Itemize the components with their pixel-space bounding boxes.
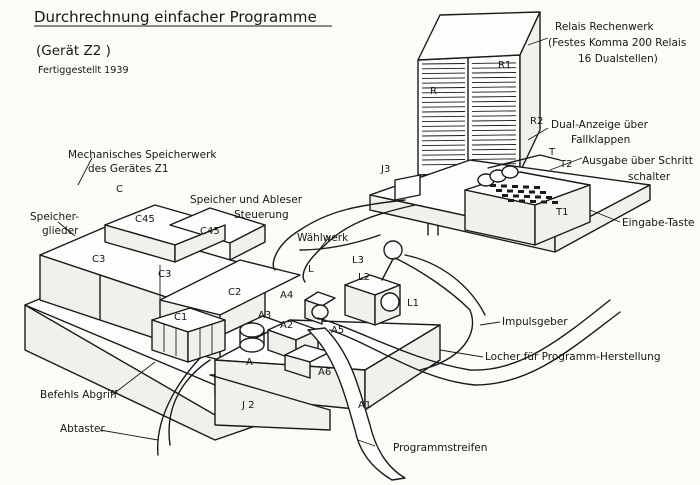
header: Durchrechnung einfacher Programme (Gerät…	[34, 8, 332, 76]
tag-t1: T1	[555, 207, 568, 218]
label-abtaster: Abtaster	[60, 423, 105, 435]
label-eingabe-taste: Eingabe-Taste	[622, 217, 694, 229]
tag-l: L	[308, 264, 314, 275]
label-impulsgeber: Impulsgeber	[502, 316, 568, 328]
tag-j2: J 2	[241, 400, 255, 411]
label-programmstreifen: Programmstreifen	[393, 442, 487, 454]
label-speicher-ableser: Speicher und Ableser	[190, 194, 303, 206]
tag-t: T	[548, 147, 556, 158]
label-relais-rechenwerk: Relais Rechenwerk	[555, 21, 655, 33]
label-speicherglieder-1: Speicher-	[30, 211, 79, 223]
tag-j3: J3	[380, 164, 390, 175]
tag-a3: A3	[258, 310, 271, 321]
label-speicherglieder-2: glieder	[42, 225, 79, 237]
tag-c45-right: C45	[200, 226, 220, 237]
programmwerk-table	[209, 240, 441, 431]
label-schalter: schalter	[628, 171, 671, 183]
tag-a2: A2	[280, 320, 293, 331]
label-steuerung: Steuerung	[234, 209, 289, 221]
label-locher: Locher für Programm-Herstellung	[485, 351, 661, 363]
diagram-title: Durchrechnung einfacher Programme	[34, 8, 317, 26]
tag-l1: L1	[407, 298, 419, 309]
tag-c3-left: C3	[92, 254, 105, 265]
tag-r1: R1	[498, 60, 511, 71]
tag-a: A	[246, 357, 253, 368]
label-geraet-z1: des Gerätes Z1	[88, 163, 169, 175]
leader-lines	[57, 37, 621, 447]
tag-a4: A4	[280, 290, 293, 301]
tag-c3-right: C3	[158, 269, 171, 280]
relais-rechenwerk-tower	[417, 11, 541, 236]
tag-a6: A6	[318, 367, 331, 378]
label-ausgabe: Ausgabe über Schritt	[582, 155, 693, 167]
label-waehlwerk: Wählwerk	[297, 232, 349, 244]
cables	[157, 199, 486, 456]
tag-c: C	[116, 184, 123, 195]
part-tags: C C45 C45 C3 C3 C2 C1 R1 R R2 J3 J 2 T T…	[92, 60, 572, 411]
tag-c2: C2	[228, 287, 241, 298]
label-relais-rechenwerk-detail: (Festes Komma 200 Relais	[548, 37, 686, 49]
callouts: Relais Rechenwerk (Festes Komma 200 Rela…	[30, 21, 694, 454]
tag-a5: A5	[331, 325, 344, 336]
programmstreifen-strip	[307, 299, 621, 481]
label-dualstellen: 16 Dualstellen)	[578, 53, 658, 65]
label-fallklappen: Fallklappen	[571, 134, 630, 146]
completion-year: Fertiggestellt 1939	[38, 65, 129, 76]
device-name: (Gerät Z2 )	[36, 43, 111, 59]
tag-t2: T2	[559, 159, 572, 170]
tag-c45-left: C45	[135, 214, 155, 225]
fallklappen-rollers	[477, 154, 561, 187]
tag-a1: A1	[358, 400, 371, 411]
tag-r-small: R	[430, 86, 437, 97]
tag-l2: L2	[358, 272, 370, 283]
label-mech-speicherwerk: Mechanisches Speicherwerk	[68, 149, 217, 161]
label-dual-anzeige: Dual-Anzeige über	[551, 119, 649, 131]
tag-r2: R2	[530, 116, 543, 127]
tag-l3: L3	[352, 255, 364, 266]
label-befehls-abgriff: Befehls Abgriff	[40, 389, 118, 401]
tag-c1: C1	[174, 312, 187, 323]
